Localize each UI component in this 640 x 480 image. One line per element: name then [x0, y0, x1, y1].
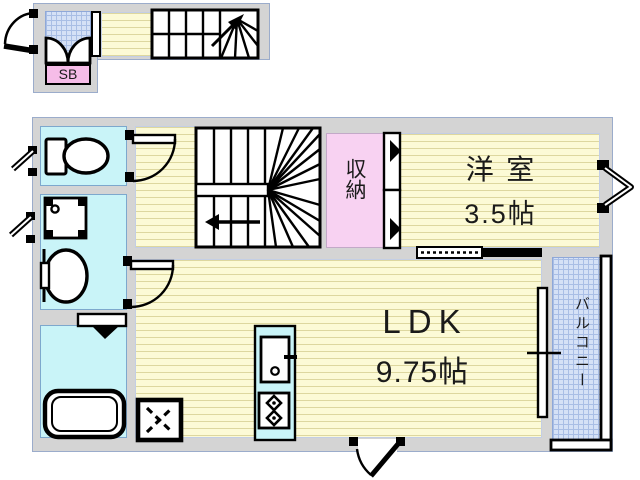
stairs-up-arrow — [210, 14, 244, 48]
washing-machine-pan-icon — [43, 196, 88, 240]
entrance-door-icon — [3, 9, 38, 54]
sliding-door-icon — [416, 246, 542, 259]
gas-stove-icon — [257, 391, 291, 430]
storage-label: 収納 — [343, 158, 367, 200]
bathtub-icon — [42, 388, 127, 440]
casement-window-icon — [597, 160, 634, 213]
washbasin-icon — [39, 248, 89, 304]
kitchen-sink-icon — [259, 335, 297, 384]
ldk-exit-opening — [358, 439, 397, 452]
kitchen-counter — [253, 324, 297, 442]
toilet-icon — [44, 137, 110, 176]
ldk-exit-door-icon — [349, 437, 405, 478]
closet-doors-icon — [382, 131, 402, 250]
ldk-name: LDK — [382, 303, 468, 340]
laundry-pan-cross-icon — [135, 397, 184, 443]
staircase-2f — [194, 126, 322, 249]
western-room — [400, 133, 600, 248]
washroom-small-window-icon — [8, 212, 35, 243]
balcony-railing — [549, 254, 613, 452]
toilet-small-window-icon — [10, 146, 37, 176]
washroom-door-icon — [123, 256, 175, 309]
shoebox-doors-icon — [44, 36, 92, 65]
bathroom-folding-door-icon — [76, 312, 128, 339]
sliding-window-icon — [527, 286, 561, 419]
western-room-name: 洋室 — [465, 154, 547, 185]
staircase-1f — [150, 8, 260, 60]
shoe-box — [45, 64, 91, 85]
toilet-door-icon — [125, 130, 177, 183]
shoe-box-label: SB — [58, 66, 78, 82]
second-floor-hallway — [135, 126, 196, 248]
western-room-size: 3.5帖 — [464, 199, 537, 229]
first-floor-hallway — [101, 12, 152, 57]
balcony-label: バルコニー — [573, 296, 590, 391]
stairs-down-arrow — [205, 214, 260, 230]
ldk-size: 9.75帖 — [375, 356, 470, 389]
ldk-room — [135, 259, 542, 438]
entrance-door-leaf — [91, 11, 101, 57]
storage-closet — [326, 133, 384, 248]
